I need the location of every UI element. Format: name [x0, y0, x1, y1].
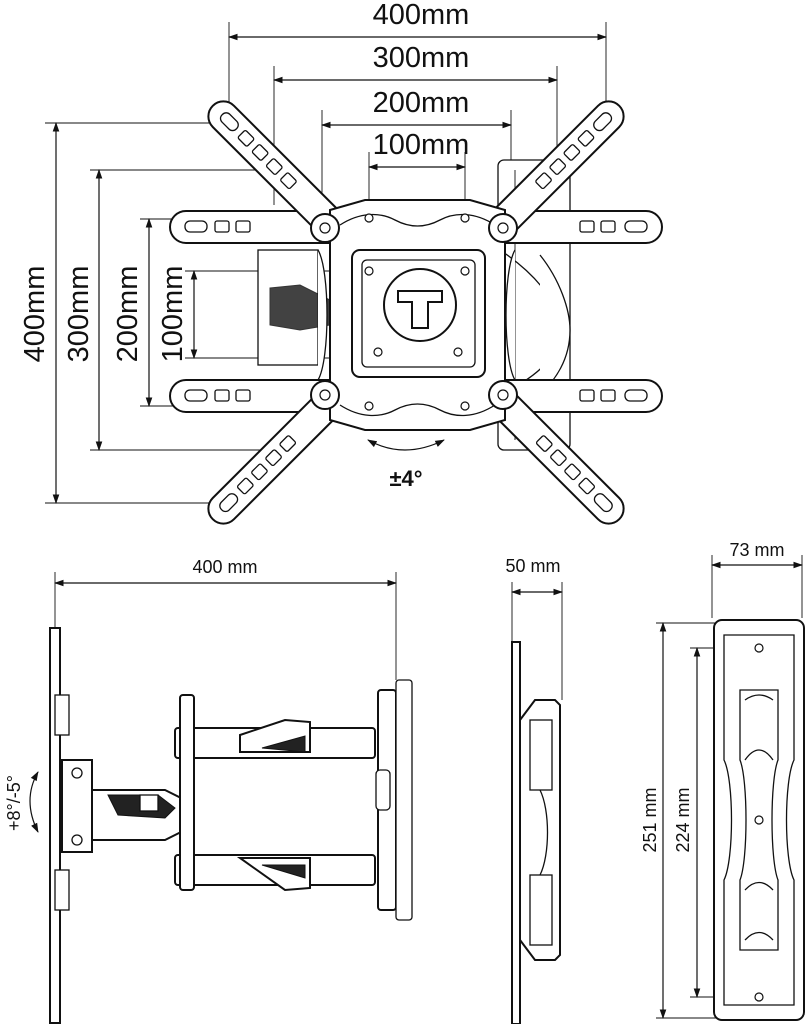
label-side-width: 400 mm: [192, 557, 257, 577]
label-plate-width: 73 mm: [729, 540, 784, 560]
front-view: 400mm 300mm 200mm 100mm 400mm 300mm 200m…: [19, 0, 663, 525]
diagonal-arm-top-right: [489, 100, 625, 236]
label-profile-depth: 50 mm: [505, 556, 560, 576]
diagonal-arm-bottom-left: [207, 389, 343, 525]
diagonal-arm-top-left: [207, 100, 343, 236]
label-v-300: 300mm: [63, 266, 95, 363]
label-h-200: 200mm: [373, 87, 470, 119]
arm-outline-left: [257, 249, 331, 366]
diagonal-arm-bottom-right: [489, 389, 625, 525]
label-v-100: 100mm: [157, 266, 189, 363]
label-tilt: ±4°: [389, 466, 422, 491]
label-plate-holes: 224 mm: [673, 787, 693, 852]
profile-view: 50 mm: [505, 556, 563, 1024]
label-plate-height: 251 mm: [640, 787, 660, 852]
label-side-tilt: +8°/-5°: [4, 775, 24, 831]
label-v-200: 200mm: [112, 266, 144, 363]
label-v-400: 400mm: [19, 266, 51, 363]
tilt-arrow: [367, 439, 445, 451]
side-tilt-arrow: [29, 771, 39, 833]
side-view: 400 mm +8°/-5°: [4, 557, 413, 1024]
label-h-400: 400mm: [373, 0, 470, 31]
label-h-300: 300mm: [373, 42, 470, 74]
wall-plate-view: 73 mm 251 mm 224 mm: [640, 540, 805, 1021]
label-h-100: 100mm: [373, 129, 470, 161]
